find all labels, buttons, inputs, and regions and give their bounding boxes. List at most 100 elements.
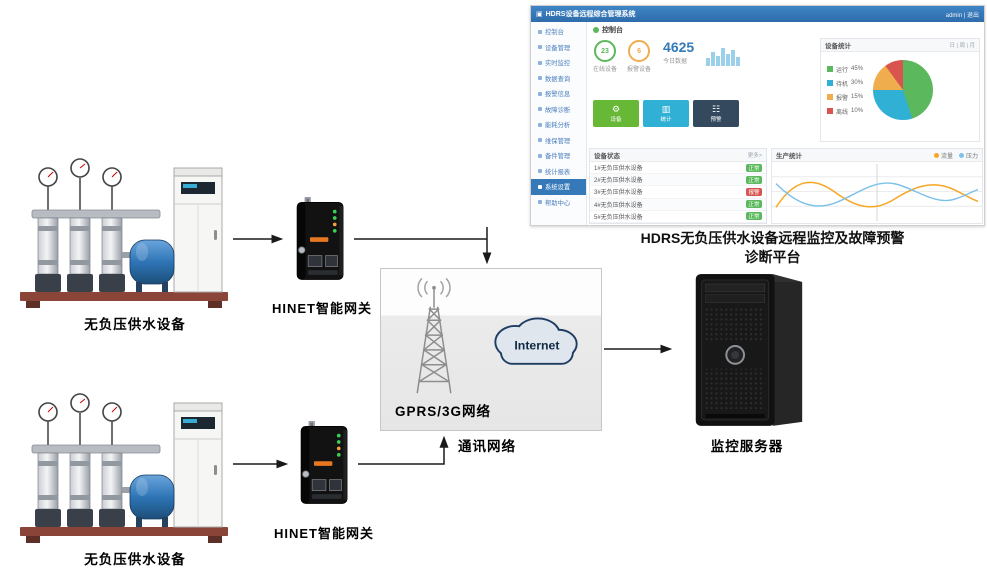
big-stat-label: 今日数据 <box>663 59 688 65</box>
line-series-1 <box>775 181 979 208</box>
stat-rings: 23 在线设备 6 报警设备 <box>593 40 651 73</box>
nav-item-icon <box>538 60 542 65</box>
nav-item-icon <box>538 107 542 112</box>
nav-item-icon <box>538 138 542 143</box>
legend-dot <box>958 152 964 158</box>
nav-item-label: 设备管理 <box>545 44 571 52</box>
tile-label: 统计 <box>660 116 672 123</box>
table-row: 3#无负压供水设备 报警 <box>590 186 766 199</box>
pie-legend-item: 运行 45% <box>827 65 863 74</box>
line-legend-item: 压力 <box>958 151 978 160</box>
device-table-rows: 1#无负压供水设备 正常 2#无负压供水设备 正常 3#无负压供水设备 报警 4… <box>590 162 766 223</box>
nav-item-label: 故障诊断 <box>545 106 571 114</box>
dashboard-stats: 23 在线设备 6 报警设备 4625 今日数据 <box>593 40 740 73</box>
nav-item[interactable]: 备件管理 <box>531 148 586 164</box>
dashboard-title: HDRS设备远程综合管理系统 <box>545 11 636 18</box>
pie-legend-item: 待机 30% <box>827 79 863 88</box>
gateway-illustration <box>292 420 358 508</box>
status-badge: 报警 <box>746 187 762 196</box>
line-chart <box>772 163 982 222</box>
nav-item[interactable]: 维保管理 <box>531 133 586 149</box>
internet-cloud-icon: Internet <box>494 317 578 365</box>
dashboard-tile[interactable]: ☷ 预警 <box>693 100 739 127</box>
stat-ring-circle: 6 <box>628 40 651 62</box>
stat-ring: 6 报警设备 <box>627 40 651 73</box>
nav-item[interactable]: 能耗分析 <box>531 117 586 133</box>
network-box: Internet GPRS/3G网络 <box>380 268 602 431</box>
nav-item-label: 备件管理 <box>545 153 571 161</box>
nav-item[interactable]: 系统设置 <box>531 179 586 195</box>
pie-legend: 运行 45% 待机 30% 报警 15% <box>827 65 863 116</box>
platform-caption-line2: 诊断平台 <box>744 249 801 265</box>
dashboard-tile[interactable]: ⚙ 设备 <box>593 100 639 127</box>
tile-icon: ▥ <box>661 103 671 114</box>
dashboard-tiles: ⚙ 设备 ▥ 统计 ☷ 预警 <box>593 100 739 127</box>
nav-item-label: 实时监控 <box>545 60 571 68</box>
dashboard-nav: 控制台 设备管理 实时监控 数据查询 报警信息 故障诊断 <box>531 22 587 225</box>
stat-ring-label: 在线设备 <box>593 67 618 73</box>
nav-item[interactable]: 故障诊断 <box>531 102 586 118</box>
stat-ring-circle: 23 <box>594 40 616 62</box>
nav-item-icon <box>538 91 542 96</box>
nav-item-icon <box>538 29 542 34</box>
device-name: 5#无负压供水设备 <box>594 214 643 221</box>
legend-swatch <box>827 66 833 72</box>
stat-ring-label: 报警设备 <box>627 67 652 73</box>
dashboard-logo-icon: ▣ <box>536 11 543 18</box>
big-stat-value: 4625 <box>663 39 695 55</box>
nav-item-label: 控制台 <box>545 29 564 37</box>
spark-bars <box>706 42 740 66</box>
pump-unit-2 <box>18 387 230 545</box>
server-tower <box>680 268 814 430</box>
status-badge: 正常 <box>746 175 762 184</box>
nav-item[interactable]: 帮助中心 <box>531 195 586 211</box>
pie-panel: 设备统计 日 | 周 | 月 运行 45% 待机 30% <box>820 38 980 142</box>
pie-panel-title: 设备统计 <box>825 43 851 50</box>
gateway-2-label: HINET智能网关 <box>273 526 374 541</box>
table-row: 4#无负压供水设备 正常 <box>590 198 766 211</box>
nav-item-icon <box>538 184 542 189</box>
platform-caption-line1: HDRS无负压供水设备远程监控及故障预警 <box>640 230 905 246</box>
nav-item[interactable]: 报警信息 <box>531 86 586 102</box>
network-caption: 通讯网络 <box>458 439 516 454</box>
line-chart-panel: 生产统计 流量 压力 <box>771 148 983 224</box>
tile-icon: ⚙ <box>611 103 621 114</box>
status-badge: 正常 <box>746 163 762 172</box>
nav-item-label: 维保管理 <box>545 137 571 145</box>
nav-item-icon <box>538 169 542 174</box>
dashboard-tile[interactable]: ▥ 统计 <box>643 100 689 127</box>
dashboard-user[interactable]: admin | 退出 <box>945 12 979 19</box>
pie-panel-tabs[interactable]: 日 | 周 | 月 <box>949 43 975 49</box>
nav-item[interactable]: 设备管理 <box>531 40 586 56</box>
nav-item[interactable]: 控制台 <box>531 24 586 40</box>
server-caption: 监控服务器 <box>710 439 784 454</box>
big-stat: 4625 今日数据 <box>663 40 694 65</box>
page-title-icon <box>593 27 599 33</box>
pie-legend-item: 离线 10% <box>827 107 863 116</box>
legend-swatch <box>827 80 833 86</box>
table-row: 1#无负压供水设备 正常 <box>590 162 766 175</box>
nav-item-label: 报警信息 <box>545 91 571 99</box>
pump-unit-1-label: 无负压供水设备 <box>84 317 186 332</box>
device-name: 4#无负压供水设备 <box>594 202 643 209</box>
legend-dot <box>933 152 939 158</box>
tile-icon: ☷ <box>711 103 721 114</box>
nav-item-icon <box>538 200 542 205</box>
pump-illustration <box>18 387 230 545</box>
dashboard-screenshot: ▣ HDRS设备远程综合管理系统 admin | 退出 控制台 设备管理 实时监… <box>530 5 985 226</box>
stat-ring: 23 在线设备 <box>593 40 617 73</box>
nav-item[interactable]: 实时监控 <box>531 55 586 71</box>
device-table-panel: 设备状态 更多> 1#无负压供水设备 正常 2#无负压供水设备 正常 3#无负压… <box>589 148 767 224</box>
nav-item[interactable]: 统计报表 <box>531 164 586 180</box>
table-more-link[interactable]: 更多> <box>747 153 762 159</box>
status-badge: 正常 <box>746 212 762 221</box>
nav-item[interactable]: 数据查询 <box>531 71 586 87</box>
device-name: 1#无负压供水设备 <box>594 166 643 173</box>
line-legend-item: 流量 <box>933 151 953 160</box>
nav-item-icon <box>538 153 542 158</box>
internet-label: Internet <box>514 339 559 353</box>
legend-swatch <box>827 94 833 100</box>
legend-swatch <box>827 108 833 114</box>
nav-item-icon <box>538 76 542 81</box>
device-name: 2#无负压供水设备 <box>594 178 643 185</box>
